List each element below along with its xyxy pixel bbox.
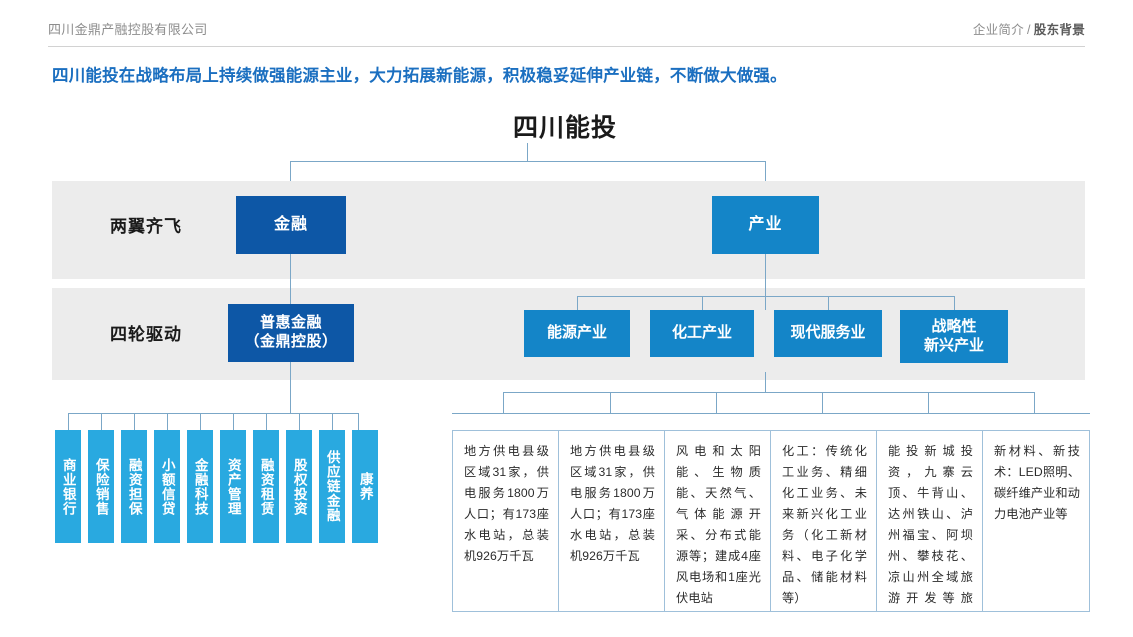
connector-unit-stem-8 [299,413,300,430]
connector-inclusive-down [290,362,291,413]
detail-panel: 化工：传统化工业务、精细化工业务、未来新兴化工业务（化工新材料、电子化学品、储能… [770,430,877,612]
tier1-band [52,181,1085,279]
connector-to-finance [290,161,291,196]
node-strategic-emerging-industry[interactable]: 战略性 新兴产业 [900,310,1008,363]
finance-unit-box[interactable]: 融资租赁 [253,430,279,543]
tier2-row-label: 四轮驱动 [110,325,182,344]
node-inclusive-finance[interactable]: 普惠金融 （金鼎控股） [228,304,354,362]
node-industry[interactable]: 产业 [712,196,819,254]
connector-panel-stem-chemical [822,392,823,413]
connector-unit-stem-6 [233,413,234,430]
node-inclusive-finance-line1: 普惠金融 [259,314,322,332]
finance-unit-box[interactable]: 小额信贷 [154,430,180,543]
connector-panels-bus [452,413,1090,414]
node-energy-industry[interactable]: 能源产业 [524,310,630,357]
node-strategic-emerging-line1: 战略性 [931,317,977,335]
detail-panel: 地方供电县级区域31家，供电服务1800万人口；有173座水电站，总装机926万… [558,430,665,612]
breadcrumb: 企业简介/股东背景 [973,22,1085,38]
finance-unit-box[interactable]: 保险销售 [88,430,114,543]
lead-paragraph: 四川能投在战略布局上持续做强能源主业，大力拓展新能源，积极稳妥延伸产业链，不断做… [52,67,787,85]
connector-to-industry [765,161,766,196]
connector-energy-stem [577,296,578,310]
finance-unit-box[interactable]: 融资担保 [121,430,147,543]
connector-service-stem [828,296,829,310]
detail-panel: 地方供电县级区域31家，供电服务1800万人口；有173座水电站，总装机926万… [452,430,559,612]
node-inclusive-finance-line2: （金鼎控股） [244,333,338,350]
connector-unit-stem-7 [266,413,267,430]
finance-unit-box[interactable]: 股权投资 [286,430,312,543]
connector-unit-stem-2 [101,413,102,430]
connector-unit-stem-1 [68,413,69,430]
connector-unit-stem-10 [358,413,359,430]
connector-unit-stem-4 [167,413,168,430]
company-name: 四川金鼎产融控股有限公司 [48,22,208,37]
finance-unit-box[interactable]: 商业银行 [55,430,81,543]
detail-panel: 能投新城投资，九寨云顶、牛背山、达州铁山、泸州福宝、阿坝州、攀枝花、凉山州全域旅… [876,430,983,612]
node-chemical-industry[interactable]: 化工产业 [650,310,754,357]
connector-panels-upper-bus [503,392,1034,393]
connector-industries-to-panels [765,372,766,393]
connector-tier1-bus [290,161,766,162]
connector-panel-stem-energy-a [503,392,504,413]
detail-panel: 风电和太阳能、生物质能、天然气、气体能源开采、分布式能源等；建成4座风电场和1座… [664,430,771,612]
connector-finance-units-bus [68,413,358,414]
chart-root-title: 四川能投 [512,114,617,142]
finance-unit-box[interactable]: 金融科技 [187,430,213,543]
connector-finance-down [290,254,291,304]
connector-strategic-stem [954,296,955,310]
connector-root-stem [527,143,528,161]
node-strategic-emerging-line2: 新兴产业 [923,336,984,354]
finance-unit-box[interactable]: 康养 [352,430,378,543]
connector-panel-stem-service [928,392,929,413]
connector-unit-stem-9 [332,413,333,430]
page-header: 四川金鼎产融控股有限公司 企业简介/股东背景 [48,22,1085,47]
node-modern-service-industry[interactable]: 现代服务业 [774,310,882,357]
finance-unit-box[interactable]: 供应链金融 [319,430,345,543]
tier1-row-label: 两翼齐飞 [110,217,182,236]
connector-unit-stem-5 [200,413,201,430]
breadcrumb-separator: / [1027,23,1031,37]
node-finance[interactable]: 金融 [236,196,346,254]
connector-panel-stem-strategic [1034,392,1035,413]
breadcrumb-parent[interactable]: 企业简介 [972,23,1025,37]
connector-industry-down [765,254,766,310]
connector-chemical-stem [702,296,703,310]
connector-unit-stem-3 [134,413,135,430]
finance-unit-box[interactable]: 资产管理 [220,430,246,543]
detail-panel: 新材料、新技术：LED照明、碳纤维产业和动力电池产业等 [982,430,1090,612]
connector-industries-bus [577,296,954,297]
connector-panel-stem-energy-c [716,392,717,413]
connector-panel-stem-energy-b [610,392,611,413]
breadcrumb-current: 股东背景 [1033,23,1085,37]
